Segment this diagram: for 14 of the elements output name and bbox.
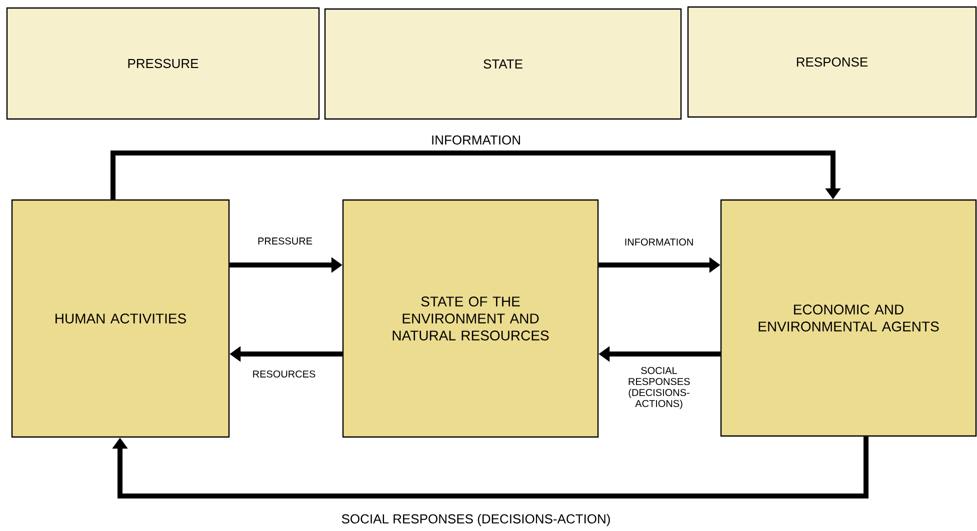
edge-label: INFORMATION	[430, 134, 522, 146]
process-box: HUMAN ACTIVITIES	[11, 199, 230, 438]
edge-label: INFORMATION	[623, 237, 695, 247]
process-box: STATE OF THE ENVIRONMENT AND NATURAL RESOURCES	[342, 199, 599, 438]
arrow	[112, 436, 868, 498]
edge-label: SOCIAL RESPONSES (DECISIONS-ACTION)	[340, 512, 612, 528]
arrow	[110, 150, 841, 200]
process-box: ECONOMIC AND ENVIRONMENTAL AGENTS	[720, 199, 977, 437]
category-box: STATE	[324, 8, 682, 120]
edge-label: PRESSURE	[256, 236, 314, 246]
edge-label: SOCIAL RESPONSES (DECISIONS-ACTIONS)	[627, 366, 691, 410]
category-box: RESPONSE	[687, 6, 977, 118]
edge-label: RESOURCES	[251, 369, 317, 379]
category-box: PRESSURE	[6, 7, 320, 120]
